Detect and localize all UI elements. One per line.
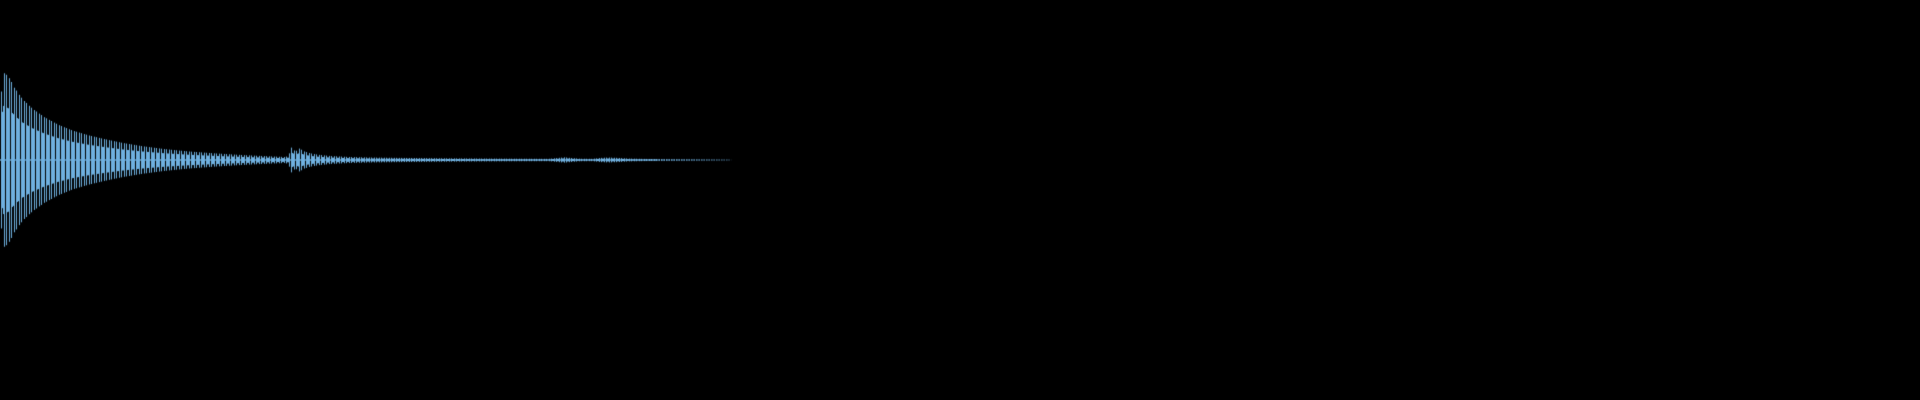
waveform-canvas <box>0 0 1920 400</box>
waveform-display <box>0 0 1920 400</box>
